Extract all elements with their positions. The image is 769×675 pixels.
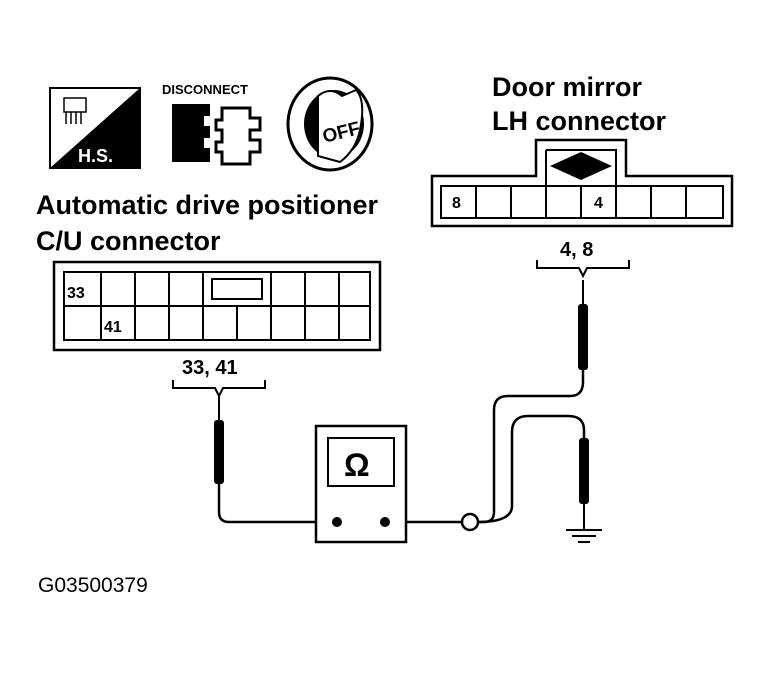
ground-icon <box>566 529 602 543</box>
cu-probe-bracket <box>172 380 266 399</box>
cu-pin-41: 41 <box>104 319 122 336</box>
cu-connector: 33 41 <box>52 260 382 352</box>
mirror-probe <box>578 280 588 370</box>
hand-socket-icon: H.S. <box>49 87 141 169</box>
mirror-connector-title-line2: LH connector <box>492 106 667 136</box>
ohm-symbol: Ω <box>344 447 370 483</box>
cu-connector-title-line1: Automatic drive positioner <box>36 190 379 220</box>
cu-pin-33: 33 <box>67 285 85 302</box>
mirror-connector: 8 4 <box>430 138 734 228</box>
mirror-connector-title-line1: Door mirror <box>492 72 643 102</box>
test-leads <box>217 370 586 524</box>
cu-probe <box>214 396 224 484</box>
mirror-probe-bracket <box>536 260 630 279</box>
ignition-off-icon: OFF <box>286 76 374 172</box>
disconnect-connector-icon: DISCONNECT <box>162 82 262 166</box>
mirror-pin-4: 4 <box>594 195 603 212</box>
hs-badge-label: H.S. <box>78 146 113 166</box>
cu-probe-label: 33, 41 <box>182 357 238 379</box>
disconnect-label: DISCONNECT <box>162 82 248 97</box>
mirror-pin-8: 8 <box>452 195 461 212</box>
cu-connector-title-line2: C/U connector <box>36 226 221 256</box>
figure-code: G03500379 <box>38 574 148 597</box>
ground-probe <box>579 438 589 530</box>
ohmmeter: Ω <box>314 424 408 544</box>
lead-junction <box>460 512 480 532</box>
mirror-probe-label: 4, 8 <box>560 239 593 261</box>
